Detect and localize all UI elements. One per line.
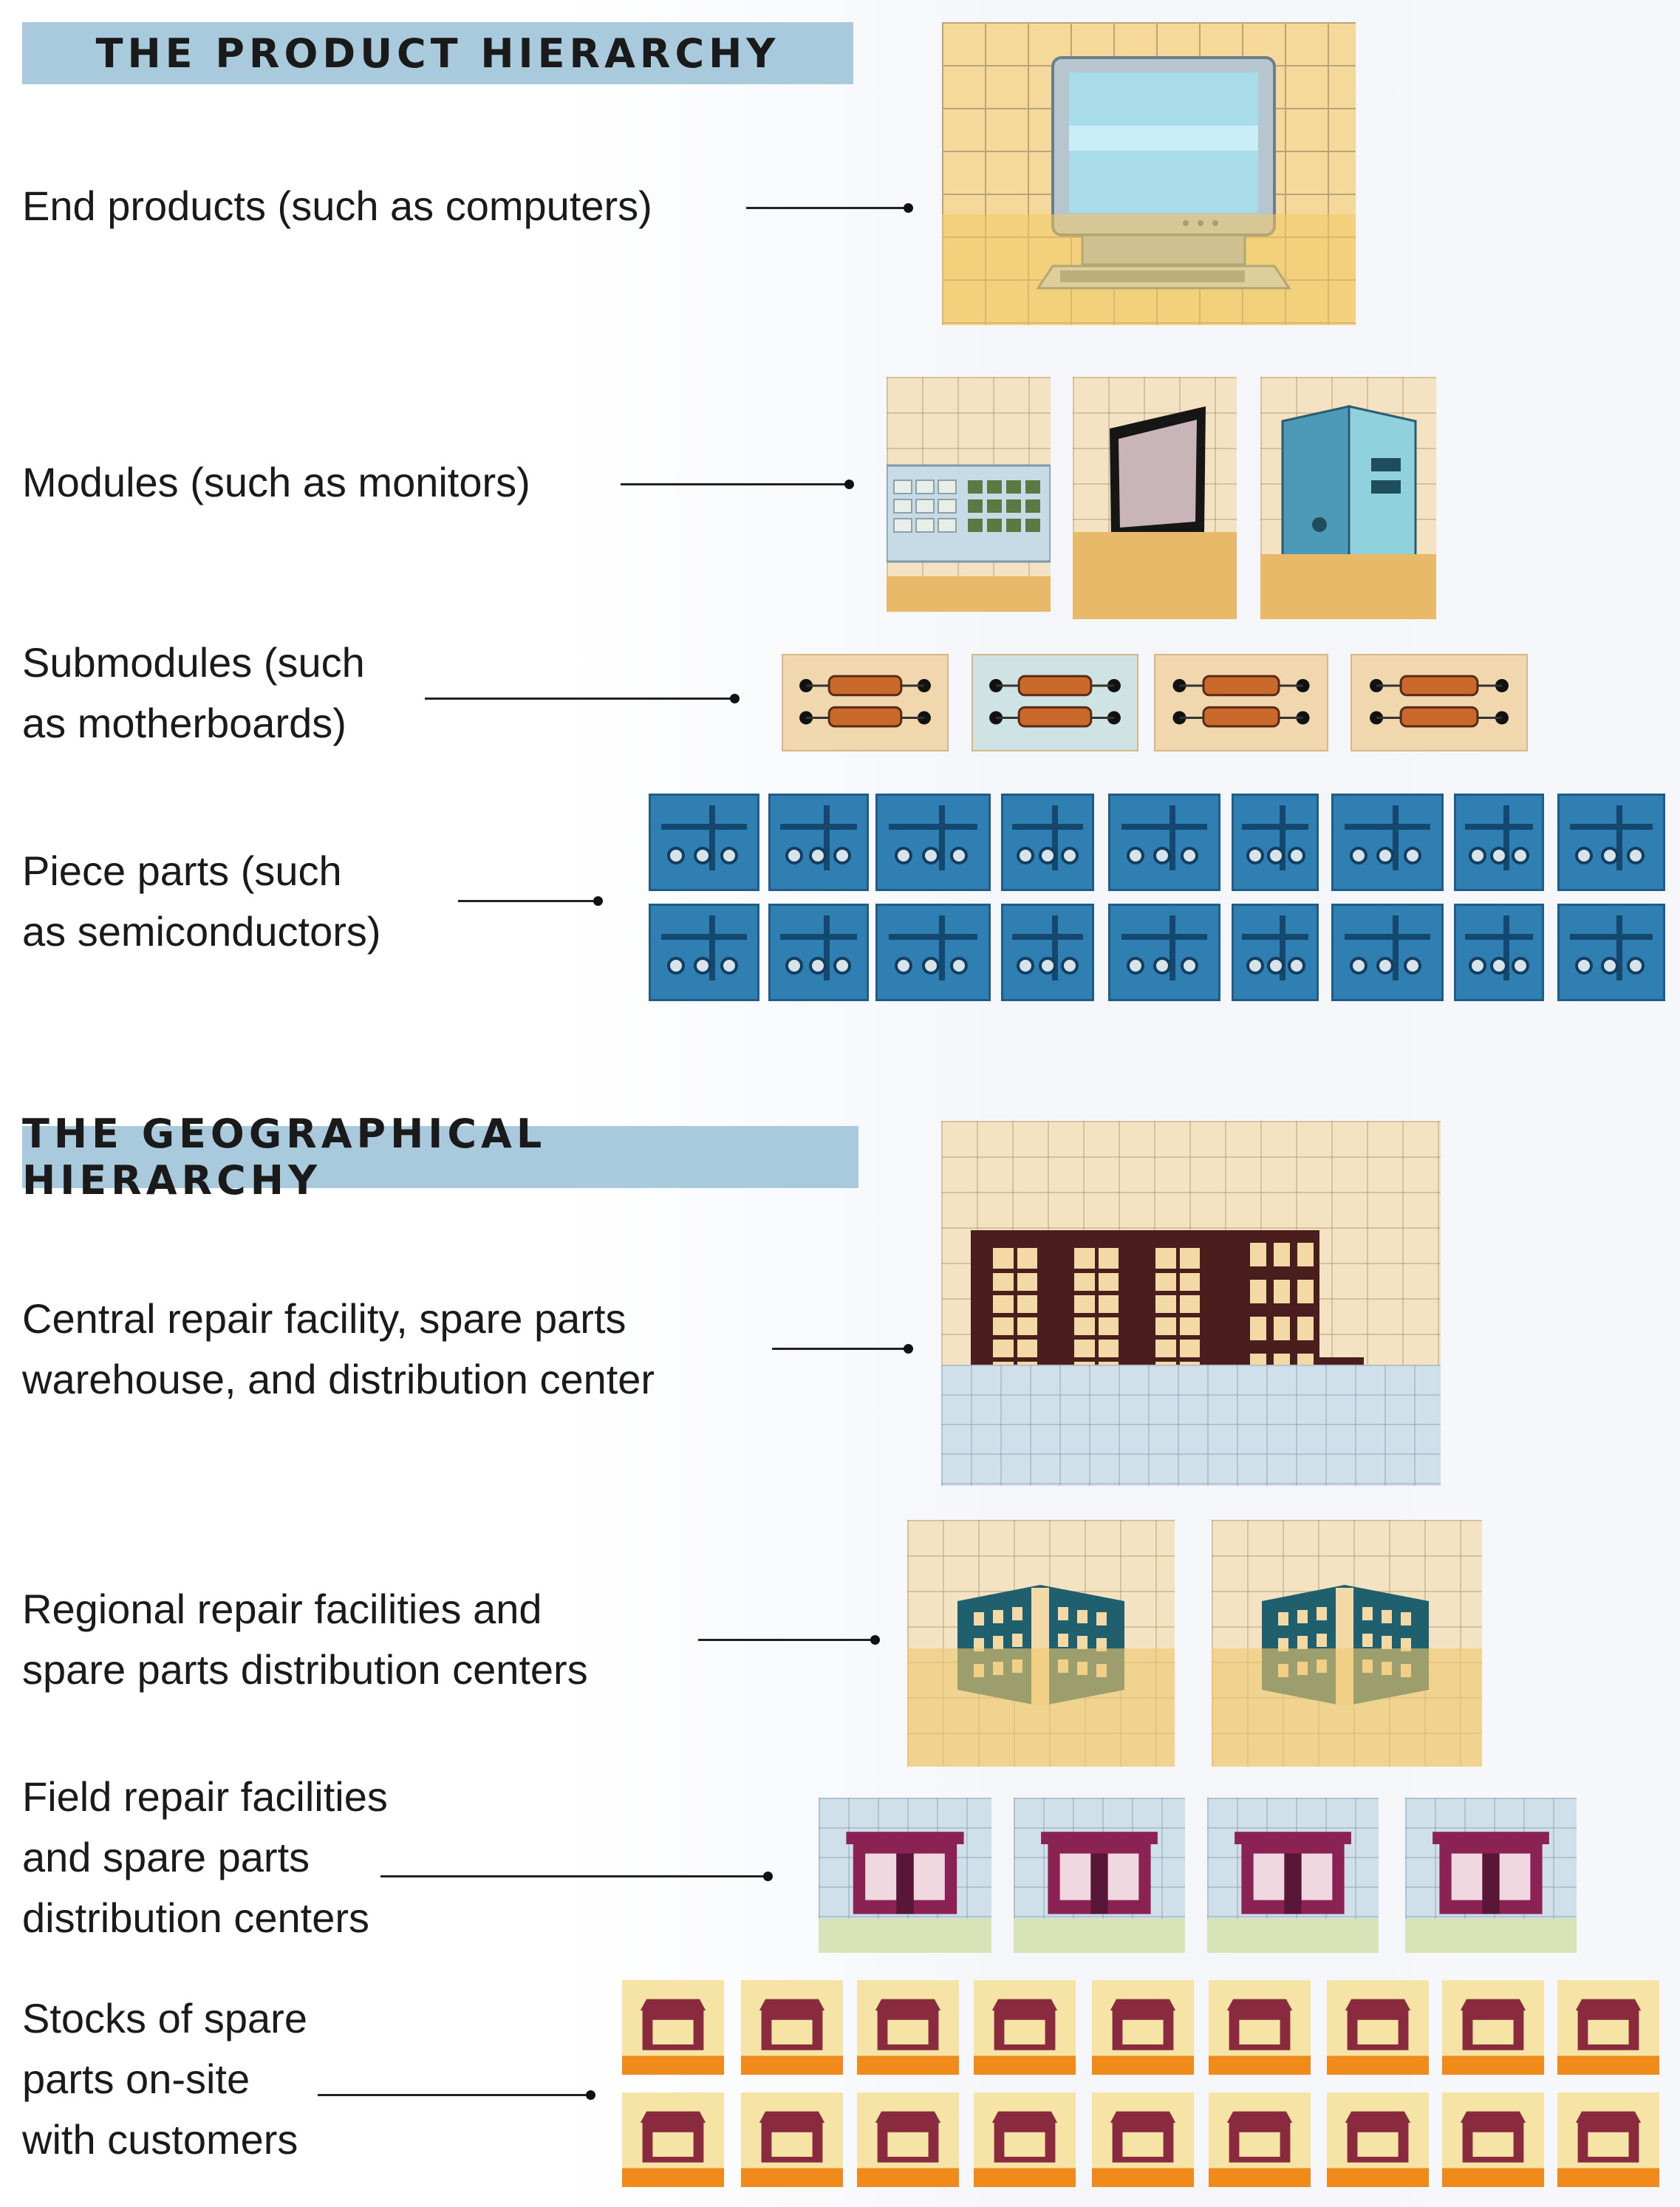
- circuit-icon: [1108, 904, 1220, 1001]
- field-facility-icon: [1207, 1798, 1379, 1953]
- stocks-label-line2: parts on-site: [22, 2056, 250, 2102]
- central-facility-label-line2: warehouse, and distribution center: [22, 1356, 655, 1402]
- circuit-icon: [1557, 794, 1665, 891]
- customer-store-icon: [857, 2092, 959, 2187]
- circuit-icon: [1454, 904, 1544, 1001]
- end-products-label: End products (such as computers): [22, 183, 652, 229]
- circuit-icon: [1232, 904, 1319, 1001]
- customer-store-icon: [1327, 1980, 1429, 2075]
- submodules-label-line1: Submodules (such: [22, 639, 365, 686]
- computer-icon: [942, 22, 1356, 325]
- regional-leader: [698, 1635, 880, 1645]
- submodules-label-line2: as motherboards): [22, 700, 346, 746]
- field-label-line2: and spare parts: [22, 1834, 310, 1880]
- customer-store-icon: [1327, 2092, 1429, 2187]
- customer-store-icon: [974, 2092, 1076, 2187]
- product-hierarchy-header: THE PRODUCT HIERARCHY: [22, 22, 853, 84]
- tower-module-icon: [1260, 377, 1436, 619]
- regional-label-line2: spare parts distribution centers: [22, 1646, 588, 1693]
- motherboard-icon: [972, 654, 1138, 751]
- modules-leader: [621, 480, 854, 489]
- geographical-hierarchy-title: THE GEOGRAPHICAL HIERARCHY: [22, 1111, 547, 1204]
- modules-label: Modules (such as monitors): [22, 459, 530, 505]
- customer-store-icon: [974, 1980, 1076, 2075]
- product-hierarchy-title: THE PRODUCT HIERARCHY: [95, 30, 780, 77]
- circuit-icon: [1557, 904, 1665, 1001]
- keyboard-module-icon: [887, 377, 1051, 612]
- circuit-icon: [768, 904, 869, 1001]
- circuit-icon: [1001, 904, 1094, 1001]
- circuit-icon: [1454, 794, 1544, 891]
- circuit-icon: [649, 794, 759, 891]
- stocks-leader: [318, 2090, 595, 2100]
- end-products-leader: [746, 203, 913, 213]
- central-facility-icon: [941, 1121, 1441, 1486]
- field-leader: [380, 1872, 773, 1881]
- customer-store-icon: [857, 1980, 959, 2075]
- field-facility-icon: [1014, 1798, 1185, 1953]
- geographical-hierarchy-header: THE GEOGRAPHICAL HIERARCHY: [22, 1111, 858, 1204]
- customer-store-icon: [1092, 1980, 1194, 2075]
- circuit-icon: [1001, 794, 1094, 891]
- customer-store-icon: [1557, 2092, 1659, 2187]
- customer-store-icon: [1442, 2092, 1544, 2187]
- regional-building-icon-2: [1212, 1520, 1482, 1767]
- customer-store-icon: [1209, 2092, 1311, 2187]
- customer-store-icon: [1557, 1980, 1659, 2075]
- customer-store-icon: [1442, 1980, 1544, 2075]
- circuit-icon: [875, 794, 991, 891]
- circuit-icon: [1331, 794, 1444, 891]
- field-facility-icon: [1405, 1798, 1577, 1953]
- submodules-leader: [425, 694, 740, 703]
- motherboard-icon: [782, 654, 949, 751]
- central-facility-leader: [772, 1344, 913, 1354]
- circuit-icon: [1108, 794, 1220, 891]
- piece-parts-label-line1: Piece parts (such: [22, 847, 342, 894]
- circuit-icon: [1331, 904, 1444, 1001]
- customer-store-icon: [741, 1980, 843, 2075]
- circuit-icon: [649, 904, 759, 1001]
- circuit-icon: [768, 794, 869, 891]
- motherboard-icon: [1154, 654, 1328, 751]
- monitor-icon: [1073, 377, 1237, 619]
- motherboard-icon: [1351, 654, 1528, 751]
- central-facility-label-line1: Central repair facility, spare parts: [22, 1295, 626, 1342]
- circuit-icon: [875, 904, 991, 1001]
- stocks-label-line1: Stocks of spare: [22, 1995, 307, 2041]
- field-label-line1: Field repair facilities: [22, 1773, 388, 1820]
- customer-store-icon: [1209, 1980, 1311, 2075]
- customer-store-icon: [622, 1980, 724, 2075]
- customer-store-icon: [741, 2092, 843, 2187]
- field-label-line3: distribution centers: [22, 1894, 370, 1941]
- regional-label-line1: Regional repair facilities and: [22, 1586, 542, 1632]
- customer-store-icon: [622, 2092, 724, 2187]
- stocks-label-line3: with customers: [22, 2116, 298, 2163]
- customer-store-icon: [1092, 2092, 1194, 2187]
- field-facility-icon: [819, 1798, 991, 1953]
- piece-parts-label-line2: as semiconductors): [22, 908, 381, 955]
- regional-building-icon: [907, 1520, 1175, 1767]
- piece-parts-leader: [458, 896, 603, 906]
- circuit-icon: [1232, 794, 1319, 891]
